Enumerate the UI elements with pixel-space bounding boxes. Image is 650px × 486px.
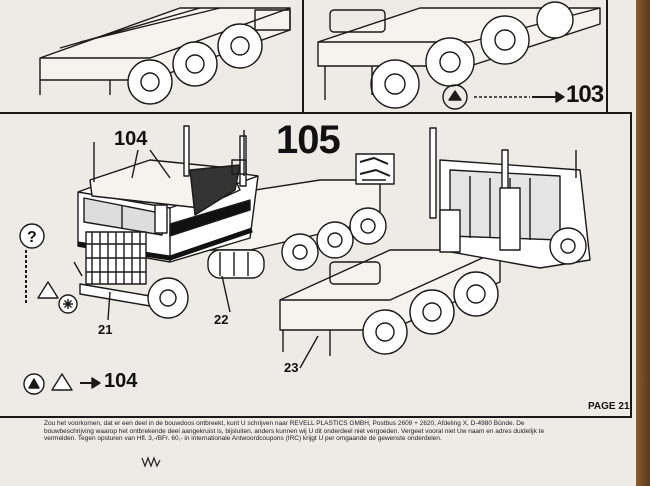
lamp-detail-icon	[355, 153, 395, 185]
legend-glue-icon	[23, 373, 45, 395]
question-icon	[19, 223, 45, 249]
step-number-next: 103	[566, 81, 604, 108]
part-label-22: 22	[214, 312, 229, 327]
leader-22	[221, 275, 231, 313]
part-label-23: 23	[284, 360, 299, 375]
chassis-drawing-top-left	[39, 7, 291, 105]
legend-part-number: 104	[104, 370, 138, 392]
chassis-drawing-top-right	[317, 1, 601, 110]
instruction-page: ? 105 103 104 21 22 23 104 PAGE 21 Zou h…	[0, 0, 636, 486]
part-label-cab: 104	[114, 128, 148, 150]
truck-rear-drawing	[279, 127, 591, 369]
arrow-right-icon	[555, 91, 565, 103]
glue-tube-icon	[448, 90, 462, 101]
handwritten-mark	[141, 456, 161, 468]
step-number-main: 105	[276, 118, 341, 162]
panel-step-105	[0, 112, 632, 418]
leader-23	[299, 335, 319, 369]
footer-notice: Zou het voorkomen, dat er een deel in de…	[44, 420, 545, 442]
leader-21	[107, 291, 111, 321]
part-label-21: 21	[98, 322, 113, 337]
question-mark: ?	[27, 229, 37, 246]
legend-triangle-icon	[51, 373, 73, 391]
table-surface	[636, 0, 650, 486]
truck-cab-drawing	[73, 125, 387, 321]
asterisk-icon	[58, 294, 78, 314]
page-number: PAGE 21	[588, 401, 630, 412]
legend-arrow-icon	[80, 377, 101, 389]
assembly-drawings: ?	[19, 1, 601, 395]
warning-triangle-icon	[37, 281, 59, 299]
